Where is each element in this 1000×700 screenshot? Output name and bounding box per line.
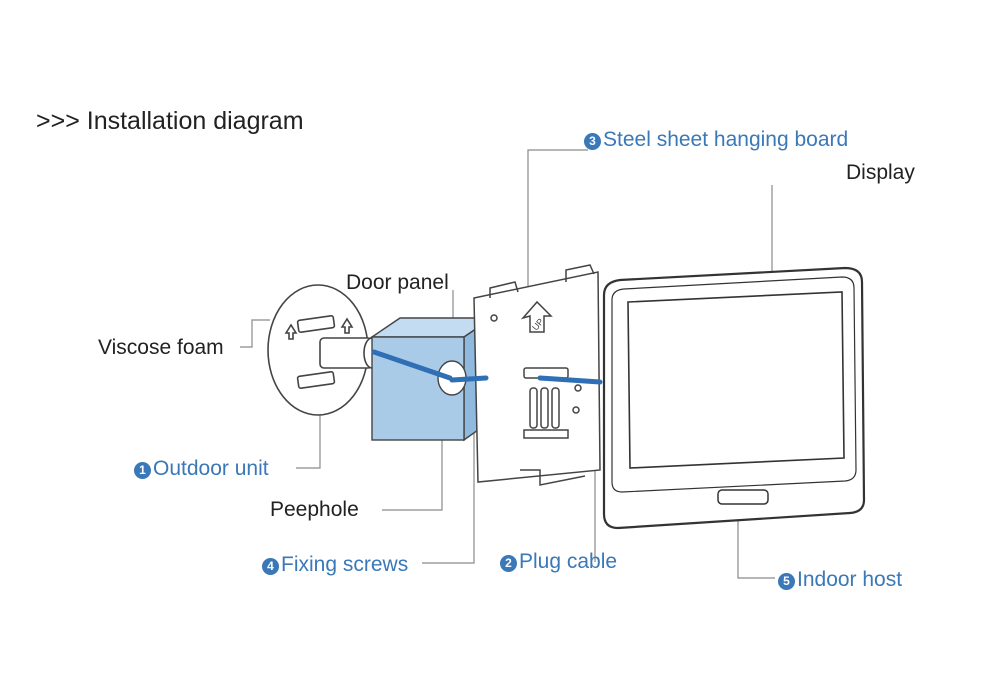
screw-3 (551, 387, 560, 429)
cable-segment-3 (537, 375, 603, 385)
number-badge: 5 (778, 573, 795, 590)
leader-viscose-foam (240, 319, 270, 348)
label-indoor-host-text: Indoor host (797, 568, 903, 591)
leader-outdoor-unit (296, 405, 321, 469)
label-door-panel: Door panel (346, 271, 449, 294)
plate-hole-2 (574, 384, 582, 392)
label-viscose-foam: Viscose foam (98, 336, 224, 359)
number-badge: 4 (262, 558, 279, 575)
screw-2 (540, 387, 549, 429)
number-badge: 2 (500, 555, 517, 572)
steel-sheet-drawing (473, 264, 601, 486)
plug-cable-drawing (371, 349, 603, 385)
leader-steel-sheet (527, 149, 588, 290)
leader-fixing-screws (422, 400, 475, 564)
display-screen (627, 291, 845, 469)
label-display: Display (846, 161, 915, 184)
plate-up-arrow-icon (520, 300, 553, 333)
screw-bracket (523, 429, 569, 439)
fixing-screws-drawing (523, 387, 569, 439)
outdoor-unit-drawing (267, 284, 381, 416)
indoor-host-button (717, 489, 769, 505)
disc-arrow-left-icon (284, 323, 298, 340)
diagram-title: >>> Installation diagram (36, 107, 304, 135)
plate-hook-bottom (520, 469, 586, 486)
label-peephole: Peephole (270, 498, 359, 521)
cable-segment-2 (449, 375, 489, 383)
label-steel-sheet-text: Steel sheet hanging board (603, 128, 849, 151)
foam-strip-bottom (296, 371, 336, 389)
plate-tab-left (489, 281, 519, 298)
label-plug-cable-text: Plug cable (519, 550, 618, 573)
plate-hole-1 (490, 314, 498, 322)
indoor-host-drawing (602, 266, 866, 530)
plate-hole-3 (572, 406, 580, 414)
number-badge: 1 (134, 462, 151, 479)
foam-strip-top (296, 315, 336, 333)
plate-tab-right (565, 264, 595, 282)
cable-segment-1 (371, 349, 453, 381)
screw-1 (529, 387, 538, 429)
disc-arrow-right-icon (340, 317, 354, 334)
label-fixing-screws-text: Fixing screws (281, 553, 409, 576)
number-badge: 3 (584, 133, 601, 150)
label-outdoor-unit-text: Outdoor unit (153, 457, 269, 480)
